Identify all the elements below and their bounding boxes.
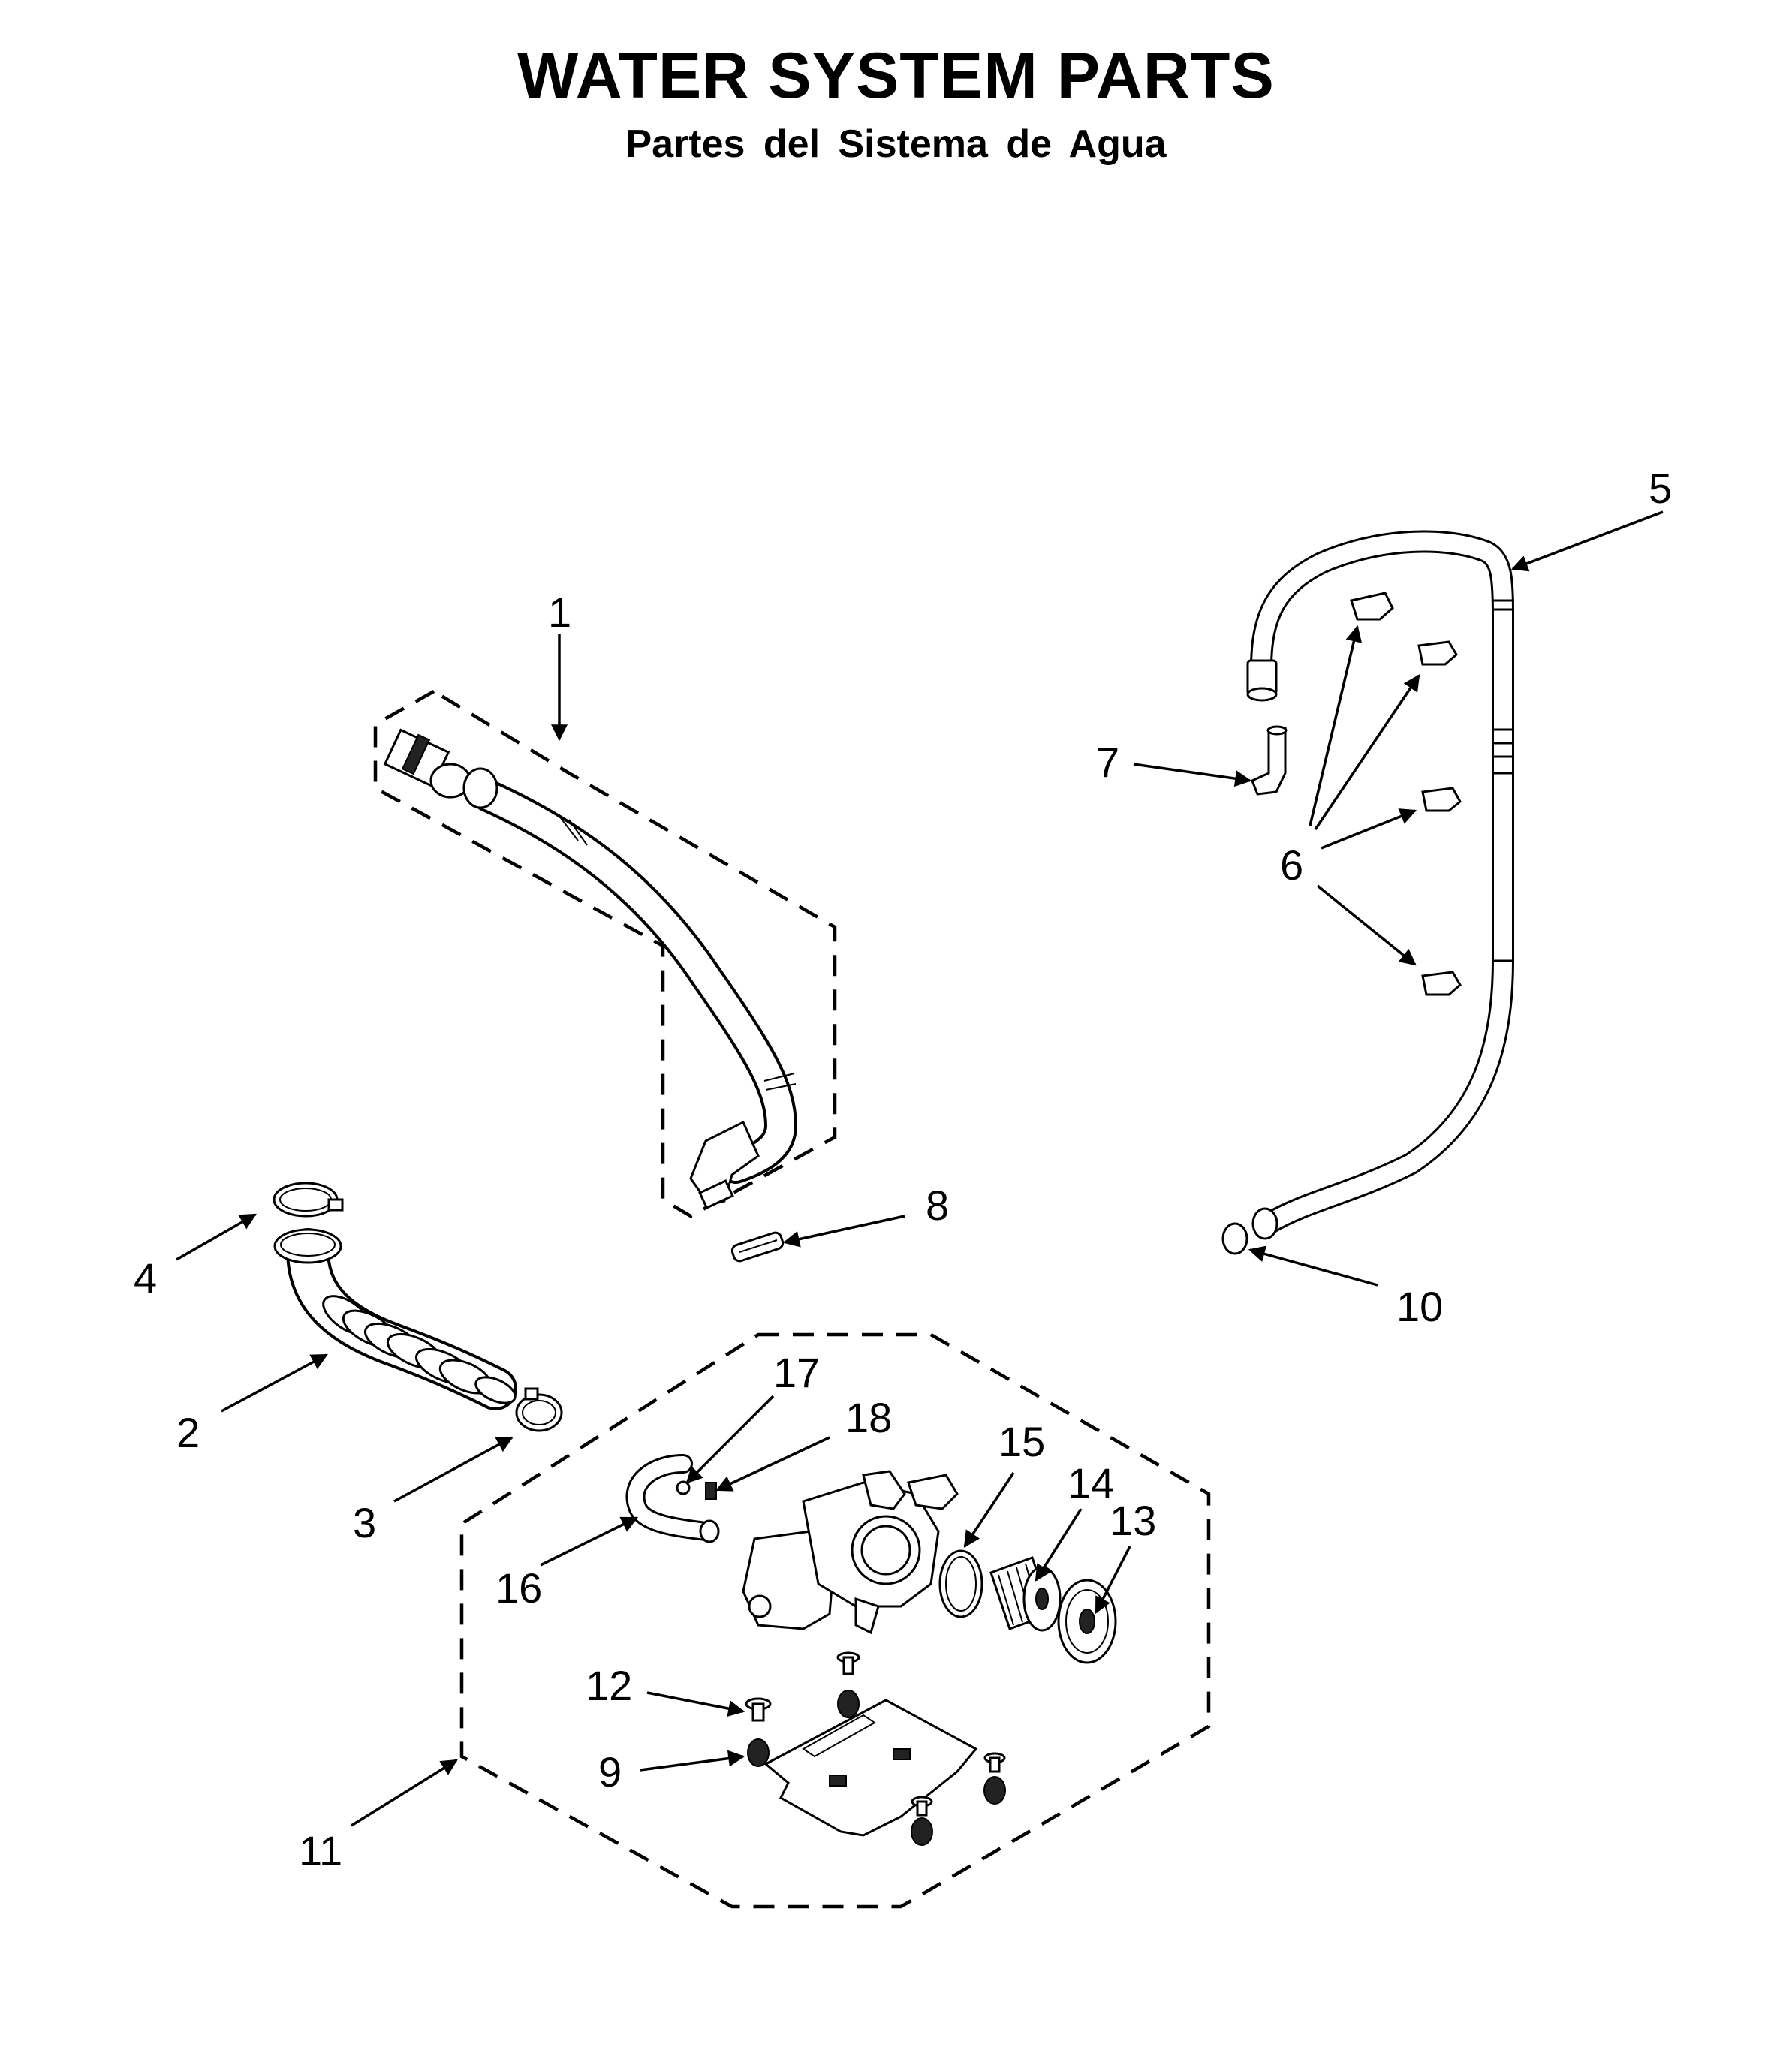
callout-10: 10: [1396, 1283, 1443, 1330]
callout-13: 13: [1110, 1497, 1156, 1544]
pump-assembly-boundary: [459, 1332, 1211, 1909]
callout-11: 11: [299, 1827, 342, 1874]
callout-5: 5: [1649, 465, 1672, 512]
callout-17: 17: [773, 1349, 820, 1396]
callout-2: 2: [176, 1409, 200, 1456]
part-18-small-part: [705, 1482, 717, 1500]
callout-18: 18: [845, 1394, 892, 1441]
hose-corrugation: [558, 814, 797, 1091]
part-6-clips: [1350, 592, 1462, 996]
pump-mounting-bracket: [763, 1699, 978, 1837]
callout-numbers: 1 2 3 4 5 6 7 8 9 10 11 12 13 14 15 16 1…: [134, 465, 1672, 1874]
drain-hose-boundary: [373, 689, 837, 1218]
leader-lines: [176, 510, 1664, 1827]
callout-1: 1: [548, 589, 571, 636]
drain-hose: [471, 779, 797, 1184]
callout-7: 7: [1096, 739, 1119, 786]
drain-pump-body: [742, 1470, 959, 1635]
pump-assembly-group: [459, 1332, 1211, 1909]
callout-8: 8: [926, 1182, 949, 1229]
bellows-hose-group: [273, 1182, 563, 1432]
page-title: WATER SYSTEM PARTS: [517, 40, 1275, 112]
callout-3: 3: [353, 1499, 376, 1546]
callout-4: 4: [134, 1254, 157, 1302]
part-14-filter: [989, 1556, 1062, 1632]
part-10-clamp: [1221, 1222, 1248, 1255]
long-hose-group: [1221, 530, 1514, 1255]
part-7-connector: [1251, 727, 1287, 796]
part-17-small-clip: [676, 1480, 691, 1495]
part-12-screws: [745, 1651, 1006, 1817]
callout-14: 14: [1068, 1459, 1114, 1507]
part-9-grommets: [747, 1690, 1006, 1846]
part-15-gasket: [938, 1549, 983, 1618]
drain-hose-assembly-group: [373, 689, 837, 1218]
callout-15: 15: [998, 1418, 1045, 1465]
part-8-pin: [730, 1231, 785, 1263]
callout-9: 9: [598, 1748, 622, 1796]
page-subtitle: Partes del Sistema de Agua: [625, 122, 1167, 166]
callout-6: 6: [1280, 841, 1303, 889]
callout-16: 16: [495, 1564, 542, 1612]
callout-12: 12: [586, 1662, 632, 1709]
